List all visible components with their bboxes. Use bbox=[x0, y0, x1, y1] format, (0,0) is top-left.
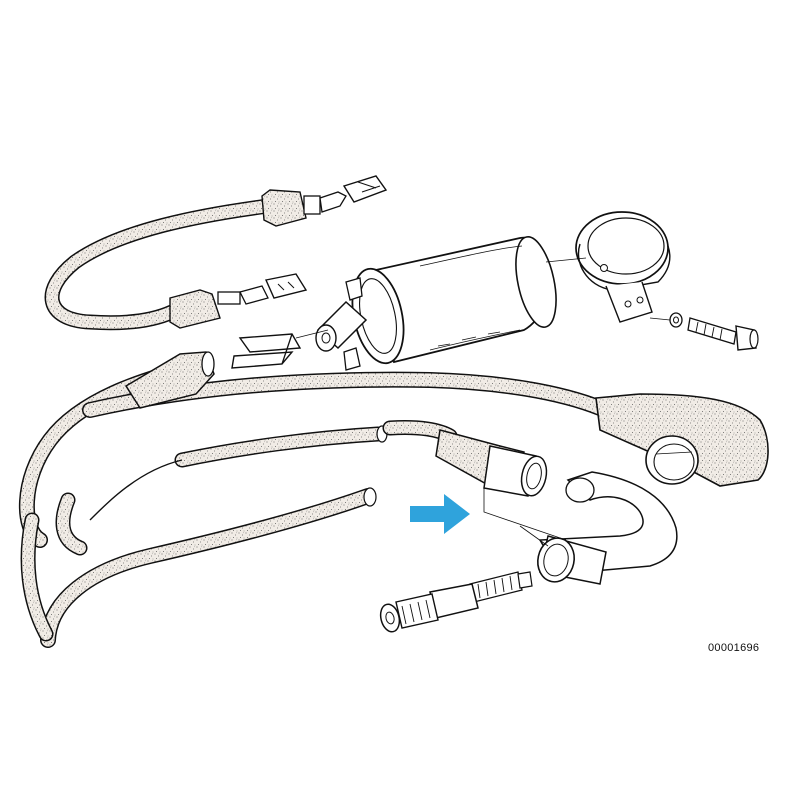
coil-mounting-bracket bbox=[575, 211, 671, 323]
part-number-label: 00001696 bbox=[708, 642, 760, 654]
flat-connector-lower bbox=[239, 273, 308, 305]
ignition-lead-middle bbox=[174, 420, 525, 493]
suppressor-sleeve bbox=[537, 471, 678, 585]
retaining-clip bbox=[231, 333, 302, 369]
alignment-lines bbox=[295, 257, 671, 547]
ignition-coil bbox=[315, 236, 557, 371]
spark-plug-connector-angled bbox=[595, 393, 769, 487]
hex-bolt bbox=[687, 317, 759, 351]
ignition-lead-lower bbox=[20, 459, 377, 648]
low-voltage-lead bbox=[44, 189, 321, 331]
arrow-right-icon bbox=[410, 494, 470, 534]
spark-plug bbox=[379, 571, 533, 633]
flat-connector-upper bbox=[319, 175, 388, 213]
spark-plug-connector-straight bbox=[483, 445, 548, 497]
washer bbox=[669, 312, 683, 328]
